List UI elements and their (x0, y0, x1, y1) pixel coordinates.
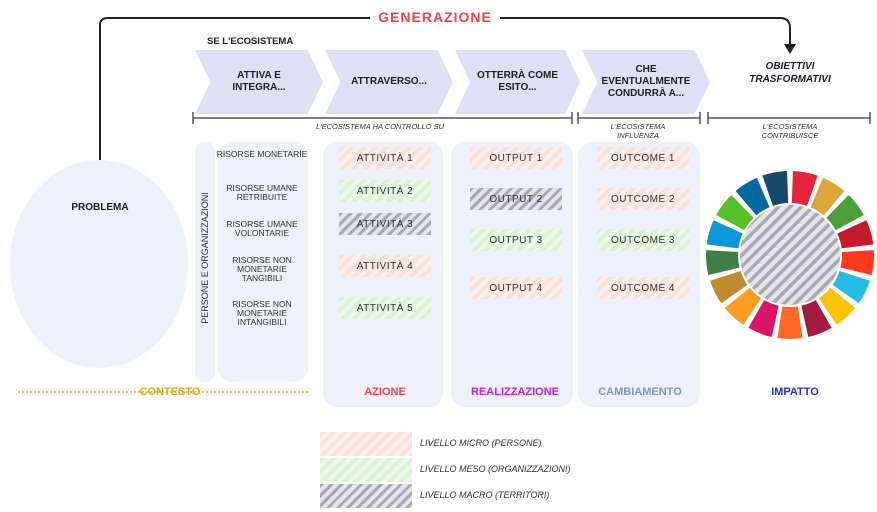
sdg-segment (748, 300, 779, 337)
sdg-segment (791, 171, 818, 206)
sdg-segment (826, 194, 864, 231)
resources-column (218, 142, 308, 382)
intro-label: SE L'ECOSISTEMA (207, 36, 294, 47)
legend-label-micro: LIVELLO MICRO (PERSONE) (420, 438, 542, 448)
activity-tag: ATTIVITÀ 1 (339, 147, 431, 169)
outcome-tag: OUTCOME 4 (597, 277, 689, 299)
chevron-lead-to: CHE EVENTUALMENTE CONDURRÀ A... (582, 50, 710, 114)
sdg-segment (832, 270, 870, 304)
resource-item: RISORSE NON MONETARIE INTANGIBILI (232, 299, 292, 327)
output-tag: OUTPUT 4 (470, 277, 562, 299)
sdg-segment (810, 177, 845, 216)
generation-title: GENERAZIONE (370, 9, 500, 25)
legend-swatch-meso (320, 458, 412, 482)
chevron-activate: ATTIVA E INTEGRA... (195, 50, 323, 114)
resource-item: RISORSE UMANE RETRIBUITE (226, 183, 298, 202)
sdg-segment (840, 250, 874, 276)
sdg-segment (762, 171, 789, 206)
sdg-wheel (706, 171, 874, 340)
phase-action: AZIONE (364, 386, 406, 398)
legend-swatch-micro (320, 432, 412, 456)
change-column (578, 142, 700, 407)
legend-label-macro: LIVELLO MACRO (TERRITORI) (420, 490, 550, 500)
output-tag: OUTPUT 3 (470, 229, 562, 251)
contribute-label: L'ECOSISTEMA CONTRIBUISCE (761, 122, 819, 140)
outcome-tag: OUTCOME 3 (597, 229, 689, 251)
sdg-segment (801, 300, 832, 337)
output-tag: OUTPUT 2 (470, 188, 562, 210)
sdg-segment (735, 177, 770, 216)
phase-realization: REALIZZAZIONE (471, 386, 559, 398)
goals-label: OBIETTIVI TRASFORMATIVI (749, 61, 831, 85)
sdg-segment (706, 220, 743, 249)
phase-change: CAMBIAMENTO (598, 386, 682, 398)
outcome-tag: OUTCOME 1 (597, 147, 689, 169)
sdg-segment (818, 287, 856, 325)
legend-swatch-macro (320, 484, 412, 508)
sdg-segment (706, 250, 740, 276)
activity-tag: ATTIVITÀ 2 (339, 180, 431, 202)
problem-circle (10, 160, 188, 368)
realization-column (451, 142, 573, 407)
sdg-segment (777, 306, 803, 340)
resource-item: RISORSE MONETARIE (216, 149, 308, 159)
chevron-outcome: OTTERRÀ COME ESITO... (455, 50, 580, 114)
sdg-segment (724, 287, 762, 325)
resource-item: RISORSE UMANE VOLONTARIE (226, 219, 298, 238)
sdg-wheel-center (740, 205, 840, 305)
problem-label: PROBLEMA (71, 202, 129, 213)
influence-label: L'ECOSISTEMA INFLUENZA (610, 122, 666, 140)
activity-tag: ATTIVITÀ 4 (339, 255, 431, 277)
chevron-through: ATTRAVERSO... (325, 50, 453, 114)
sdg-segment (837, 220, 874, 249)
phase-impact: IMPATTO (771, 386, 819, 398)
sdg-segment (716, 194, 754, 231)
activity-tag: ATTIVITÀ 3 (339, 213, 431, 235)
control-label: L'ECOSISTEMA HA CONTROLLO SU (316, 122, 444, 131)
outcome-tag: OUTCOME 2 (597, 188, 689, 210)
activity-tag: ATTIVITÀ 5 (339, 297, 431, 319)
output-tag: OUTPUT 1 (470, 147, 562, 169)
resource-item: RISORSE NON MONETARIE TANGIBILI (232, 255, 292, 283)
people-orgs-label: PERSONE E ORGANIZZAZIONI (200, 192, 210, 324)
phase-context: CONTESTO (139, 386, 201, 398)
legend-label-meso: LIVELLO MESO (ORGANIZZAZIONI) (420, 464, 571, 474)
sdg-segment (710, 270, 748, 304)
people-orgs-bar (195, 142, 215, 382)
